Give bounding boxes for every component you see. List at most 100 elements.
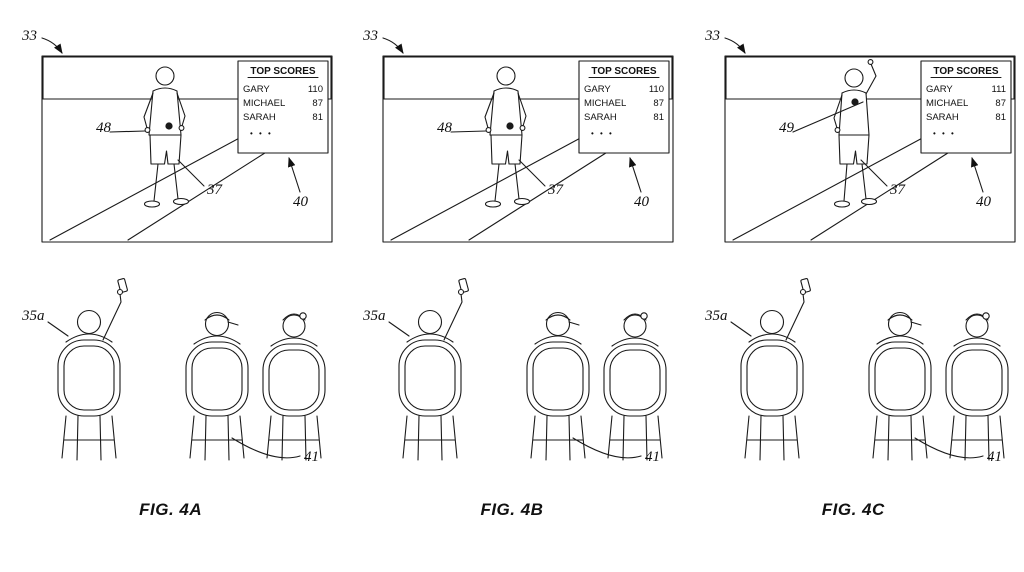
- score-name: GARY: [243, 84, 270, 95]
- ref-scoreboard-arrow: [288, 156, 301, 193]
- figure-panel: 33: [341, 8, 682, 572]
- ref-audience-leader: [572, 437, 642, 459]
- audience: [398, 278, 667, 461]
- score-row: SARAH 81: [584, 112, 664, 123]
- figure-caption: FIG. 4B: [480, 500, 544, 519]
- score-name: SARAH: [584, 112, 617, 123]
- score-value: 110: [649, 84, 664, 95]
- ref-audience-leader: [231, 437, 301, 459]
- score-value: 87: [654, 98, 665, 109]
- remote-control: [117, 278, 129, 293]
- score-value: 111: [991, 84, 1005, 95]
- score-name: SARAH: [926, 112, 959, 123]
- viewer-chair-middle: [185, 311, 249, 461]
- score-row: SARAH 81: [926, 112, 1006, 123]
- ref-device-label: 48: [437, 120, 453, 136]
- ref-device-label: 48: [96, 120, 112, 136]
- score-more-dots: • • •: [250, 129, 273, 138]
- viewer-chair-left: [57, 278, 129, 461]
- figure-panel: 33: [0, 8, 341, 572]
- remote-control: [458, 278, 470, 293]
- viewer-chair-left: [398, 278, 470, 461]
- ref-audience-label: 41: [987, 449, 1002, 465]
- ref-player-leader: [177, 159, 205, 187]
- ref-viewer-leader: [388, 321, 410, 337]
- floor-line: [49, 127, 259, 241]
- ref-screen-arrow: [41, 37, 63, 54]
- audience: [57, 278, 326, 461]
- score-name: GARY: [926, 84, 953, 95]
- score-value: 81: [995, 112, 1006, 123]
- score-more-dots: • • •: [933, 129, 956, 138]
- ref-screen-label: 33: [21, 28, 37, 44]
- floor-line: [810, 150, 952, 241]
- score-row: MICHAEL 87: [243, 98, 323, 109]
- ref-audience-label: 41: [645, 449, 660, 465]
- ref-device-leader: [109, 130, 146, 133]
- scoreboard-title: TOP SCORES: [251, 66, 317, 77]
- ref-screen-arrow: [382, 37, 405, 54]
- cap: [887, 314, 913, 321]
- figure-drawing: 33: [704, 28, 1016, 465]
- ref-player-leader: [860, 159, 888, 187]
- remote-control: [800, 278, 811, 293]
- ref-screen-label: 33: [362, 28, 378, 44]
- figure-drawing: 33: [21, 28, 333, 465]
- handheld-device: [851, 98, 859, 106]
- figure-drawing: 33: [362, 28, 674, 465]
- ref-scoreboard-label: 40: [976, 194, 992, 210]
- score-row: GARY 110: [584, 84, 664, 95]
- score-name: SARAH: [243, 112, 276, 123]
- viewer-chair-left: [740, 278, 811, 461]
- player-figure-back-view: [109, 66, 190, 208]
- ref-device-label: 49: [779, 120, 795, 136]
- audience: [740, 278, 1009, 461]
- ref-viewer-label: 35a: [362, 308, 386, 324]
- score-value: 87: [995, 98, 1006, 109]
- ref-viewer-leader: [47, 321, 69, 337]
- cap: [545, 314, 571, 321]
- viewer-chair-right: [945, 312, 1009, 461]
- score-more-dots: • • •: [591, 129, 614, 138]
- viewer-chair-middle: [868, 311, 932, 461]
- handheld-device: [165, 122, 173, 130]
- ref-viewer-label: 35a: [21, 308, 45, 324]
- ref-player-leader: [518, 159, 546, 187]
- top-scores-board: TOP SCORES GARY 110 MICHAEL 87 SARAH 81 …: [237, 60, 329, 154]
- ref-device-leader: [792, 101, 864, 133]
- score-row: SARAH 81: [243, 112, 323, 123]
- ref-viewer-leader: [730, 321, 752, 337]
- figure-caption: FIG. 4C: [821, 500, 885, 519]
- cap: [204, 314, 230, 321]
- ref-scoreboard-label: 40: [634, 194, 650, 210]
- viewer-chair-middle: [526, 311, 590, 461]
- floor-line: [732, 127, 942, 241]
- ref-scoreboard-label: 40: [293, 194, 309, 210]
- top-scores-board: TOP SCORES GARY 110 MICHAEL 87 SARAH 81 …: [578, 60, 670, 154]
- floor-line: [390, 127, 600, 241]
- score-value: 87: [313, 98, 324, 109]
- viewer-chair-right: [262, 312, 326, 461]
- figure-panel: 33: [683, 8, 1024, 572]
- ref-player-label: 37: [206, 182, 224, 198]
- score-name: MICHAEL: [926, 98, 968, 109]
- score-row: MICHAEL 87: [584, 98, 664, 109]
- score-value: 81: [654, 112, 665, 123]
- ref-screen-arrow: [724, 37, 746, 54]
- ref-player-label: 37: [547, 182, 565, 198]
- score-row: GARY 111: [926, 84, 1006, 95]
- score-row: GARY 110: [243, 84, 323, 95]
- ref-player-label: 37: [889, 182, 907, 198]
- scoreboard-title: TOP SCORES: [592, 66, 658, 77]
- ref-audience-label: 41: [304, 449, 319, 465]
- player-figure-back-view: [450, 66, 531, 208]
- floor-line: [127, 150, 269, 241]
- ref-viewer-label: 35a: [704, 308, 728, 324]
- ref-audience-leader: [914, 437, 984, 459]
- scoreboard-title: TOP SCORES: [933, 66, 999, 77]
- top-scores-board: TOP SCORES GARY 111 MICHAEL 87 SARAH 81 …: [920, 60, 1012, 154]
- viewer-chair-right: [603, 312, 667, 461]
- handheld-device: [506, 122, 515, 130]
- floor-line: [468, 150, 610, 241]
